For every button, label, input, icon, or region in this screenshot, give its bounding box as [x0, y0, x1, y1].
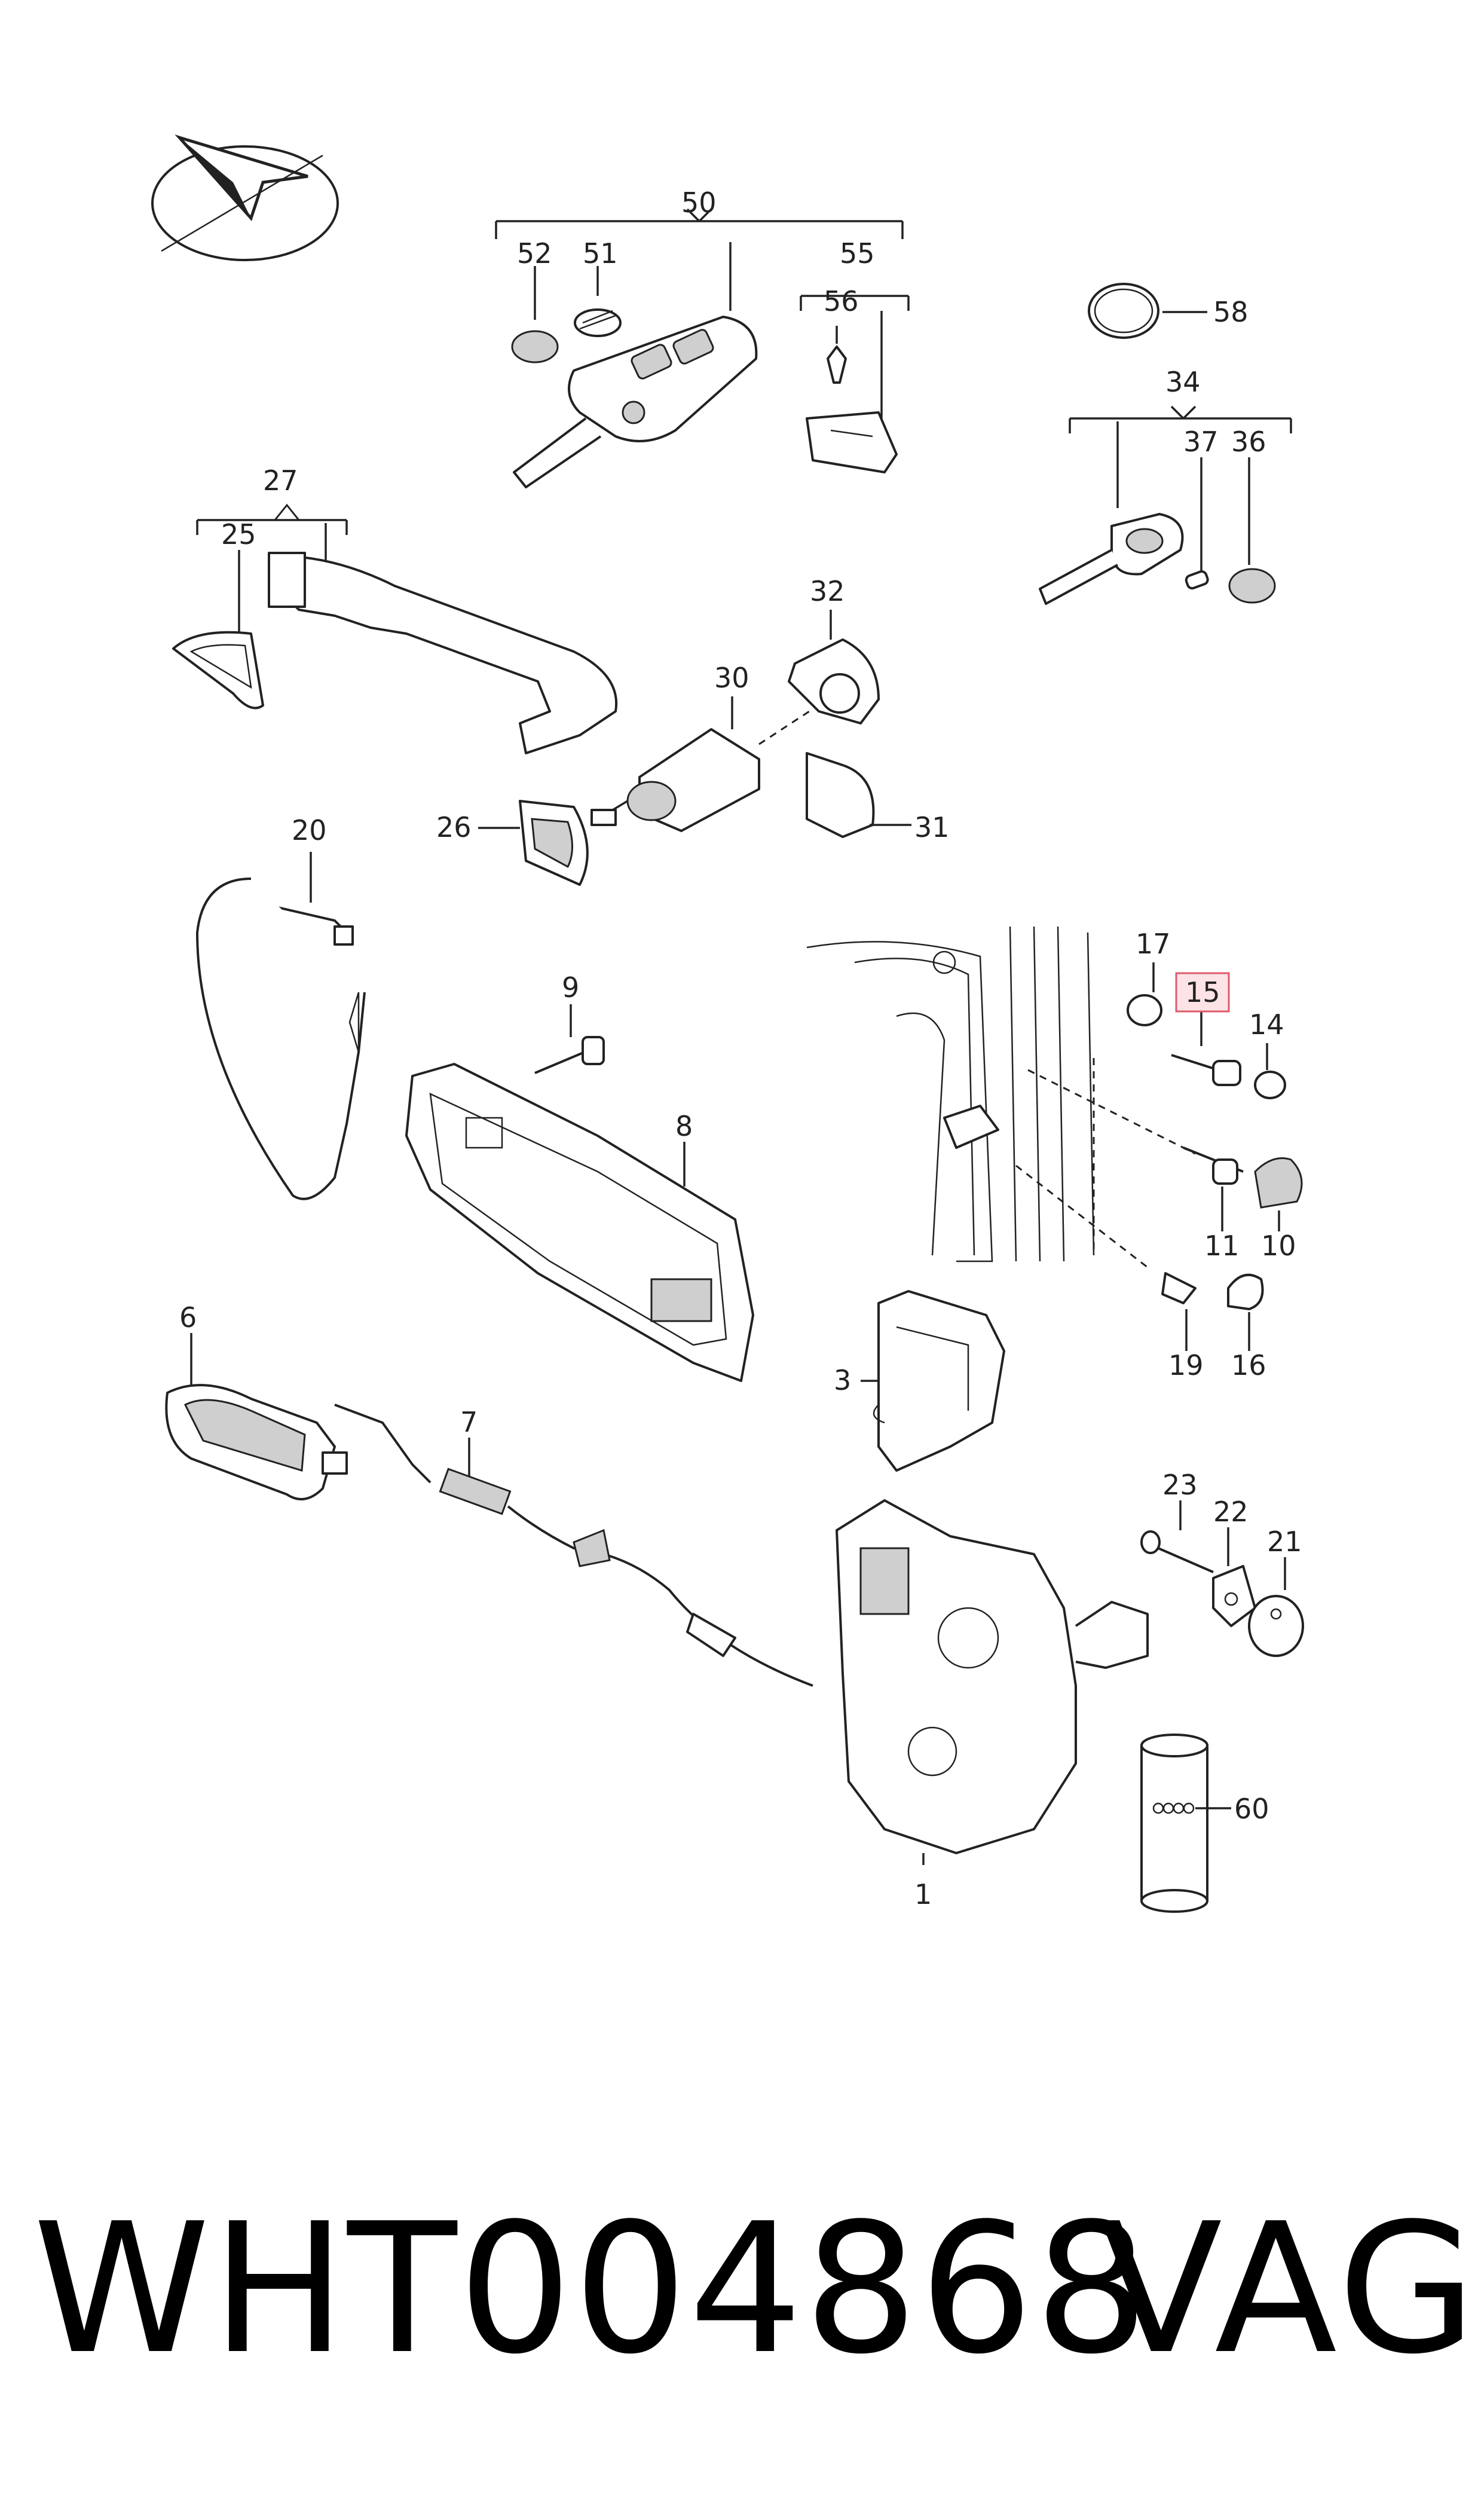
label-1: 1 — [914, 1878, 932, 1910]
label-11: 11 — [1204, 1230, 1240, 1262]
cover-21 — [1248, 1557, 1304, 1657]
handle-carrier-8 — [405, 1063, 754, 1382]
label-23: 23 — [1162, 1469, 1198, 1501]
screw-23 — [1140, 1500, 1214, 1573]
label-30: 30 — [714, 662, 749, 694]
label-50: 50 — [681, 187, 717, 219]
label-27: 27 — [263, 464, 298, 497]
label-22: 22 — [1213, 1496, 1249, 1528]
door-lock-1 — [836, 1499, 1149, 1865]
key-housing-55 — [800, 295, 910, 473]
outside-handle-27 — [196, 503, 618, 754]
screw-19 — [1015, 1164, 1197, 1351]
label-36: 36 — [1231, 426, 1266, 458]
label-14: 14 — [1249, 1008, 1284, 1041]
footer: WHT004868 VAG — [0, 2164, 1484, 2415]
label-26: 26 — [436, 811, 472, 843]
label-37: 37 — [1183, 426, 1219, 458]
key-34 — [1039, 405, 1292, 605]
label-25: 25 — [221, 518, 256, 551]
inside-handle-6 — [165, 1333, 348, 1500]
gasket-25 — [172, 550, 264, 710]
bolt-15 — [1093, 1010, 1241, 1249]
highlight-box-15 — [1175, 972, 1230, 1013]
compass-logo-icon — [151, 134, 339, 261]
lubricant-can-60 — [1140, 1734, 1231, 1913]
label-31: 31 — [914, 811, 950, 843]
plug-16 — [1227, 1273, 1264, 1351]
label-21: 21 — [1267, 1526, 1302, 1558]
release-cable-7 — [334, 1404, 813, 1687]
pin-37 — [1185, 457, 1209, 590]
label-34: 34 — [1165, 366, 1201, 398]
bolt-11 — [1027, 1069, 1244, 1231]
label-3: 3 — [834, 1364, 851, 1396]
label-58: 58 — [1213, 296, 1249, 328]
label-10: 10 — [1261, 1230, 1296, 1262]
cover-31 — [806, 752, 911, 838]
label-51: 51 — [583, 237, 618, 270]
label-32: 32 — [810, 575, 845, 607]
label-17: 17 — [1136, 928, 1171, 960]
brand-name: VAG — [1100, 2185, 1480, 2393]
o-ring-58 — [1088, 283, 1207, 339]
plug-17 — [1127, 962, 1162, 1026]
label-56: 56 — [824, 285, 859, 317]
door-frame-outline — [806, 926, 1095, 1262]
label-55: 55 — [840, 237, 875, 270]
gasket-26 — [478, 800, 589, 886]
cap-14 — [1254, 1043, 1286, 1099]
label-20: 20 — [292, 814, 327, 846]
washer-22 — [1212, 1527, 1256, 1627]
flip-key-remote — [495, 208, 904, 488]
emblem-51 — [574, 266, 622, 337]
label-16: 16 — [1231, 1349, 1266, 1381]
cap-32 — [788, 610, 880, 724]
label-19: 19 — [1168, 1349, 1204, 1381]
label-15: 15 — [1185, 976, 1220, 1008]
part-number: WHT004868 — [33, 2185, 1150, 2393]
label-60: 60 — [1234, 1793, 1269, 1825]
bolt-9 — [534, 1004, 605, 1074]
lock-cylinder-30 — [590, 692, 837, 832]
label-9: 9 — [562, 971, 579, 1004]
label-7: 7 — [460, 1406, 478, 1438]
cap-10 — [1254, 1157, 1303, 1231]
cable-20 — [196, 852, 366, 1200]
cap-36 — [1228, 457, 1276, 604]
label-52: 52 — [517, 237, 552, 270]
bracket-3 — [861, 1290, 1005, 1472]
label-6: 6 — [179, 1301, 197, 1334]
label-8: 8 — [675, 1110, 693, 1142]
button-cap-52 — [511, 266, 559, 363]
